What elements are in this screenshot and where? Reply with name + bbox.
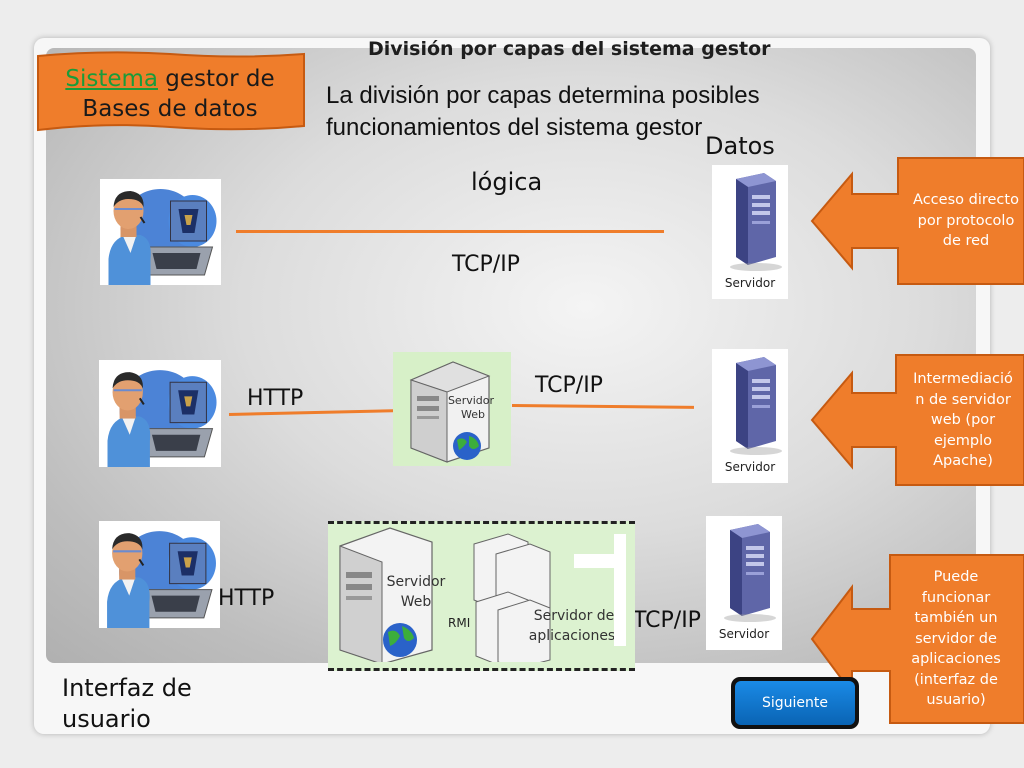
callout-3-line: aplicaciones [911,651,1001,667]
callout-2-line: Intermediació [913,371,1013,387]
next-button-label: Siguiente [735,681,855,725]
server-tower-icon: Servidor [712,165,788,299]
callout-1-line: Acceso directo [913,192,1019,208]
sistema-link[interactable]: Sistema [65,66,158,92]
app-web-label-1: Servidor [387,574,446,590]
banner-shape [37,51,305,132]
globe-icon [453,432,481,460]
app-server-label-2: aplicaciones [529,628,615,644]
app-server-group: Servidor Web RMI Servidor de aplicacione… [328,521,635,671]
banner-text: Sistema gestor de Bases de datos [34,64,306,124]
callout-3-line: usuario) [926,692,986,708]
user-at-laptop-icon [100,179,221,285]
callout-acceso-directo: Acceso directo por protocolo de red [810,156,1024,286]
server-label: Servidor [719,627,769,641]
intro-text: La división por capas determina posibles… [326,82,760,141]
callout-text-3: Puede funcionar también un servidor de a… [890,567,1022,711]
banner-text-rest: gestor de [157,66,275,92]
callout-text-2: Intermediació n de servidor web (por eje… [898,369,1024,472]
rmi-label: RMI [448,616,470,630]
label-interfaz-usuario: Interfaz de usuario [62,674,192,733]
label-http-3: HTTP [218,586,275,611]
title-banner: Sistema gestor de Bases de datos [34,50,306,132]
callout-3-line: funcionar [921,589,991,606]
label-tcpip-1: TCP/IP [452,252,520,277]
web-server-icon: Servidor Web [393,352,511,466]
callout-text-1: Acceso directo por protocolo de red [902,190,1024,252]
callout-2-line: n de servidor [915,391,1011,408]
callout-1-line: por protocolo [917,212,1015,229]
next-button[interactable]: Siguiente [731,677,859,729]
user-at-laptop-icon [99,360,221,467]
label-http-2: HTTP [247,386,304,411]
callout-servidor-aplicaciones: Puede funcionar también un servidor de a… [810,553,1024,725]
page-title: División por capas del sistema gestor [368,38,771,60]
label-datos: Datos [705,132,775,160]
label-logica: lógica [471,168,543,196]
server-tower-icon: Servidor [712,349,788,483]
label-tcpip-2: TCP/IP [535,373,603,398]
callout-3-line: Puede [933,569,979,585]
web-server-label-2: Web [461,408,485,421]
app-server-label-1: Servidor de [534,608,615,624]
callout-2-line: web (por [930,412,996,428]
app-web-label-2: Web [401,594,432,610]
left-arrow-icon [810,157,1024,285]
callout-2-line: ejemplo [933,432,993,449]
callout-3-line: (interfaz de [914,671,998,688]
connector-line-1 [236,230,664,233]
callout-3-line: servidor de [915,630,997,647]
callout-1-line: de red [942,233,990,249]
server-label: Servidor [725,276,775,290]
server-tower-icon: Servidor [706,516,782,650]
callout-2-line: Apache) [933,453,993,469]
label-tcpip-3: TCP/IP [633,608,701,633]
callout-3-line: también un [914,610,998,626]
web-server-label-1: Servidor [448,394,495,407]
user-at-laptop-icon [99,521,220,628]
callout-intermediacion: Intermediació n de servidor web (por eje… [810,353,1024,487]
server-label: Servidor [725,460,775,474]
left-arrow-icon [810,354,1024,486]
globe-icon [383,623,417,657]
banner-text-line2: Bases de datos [82,96,258,122]
